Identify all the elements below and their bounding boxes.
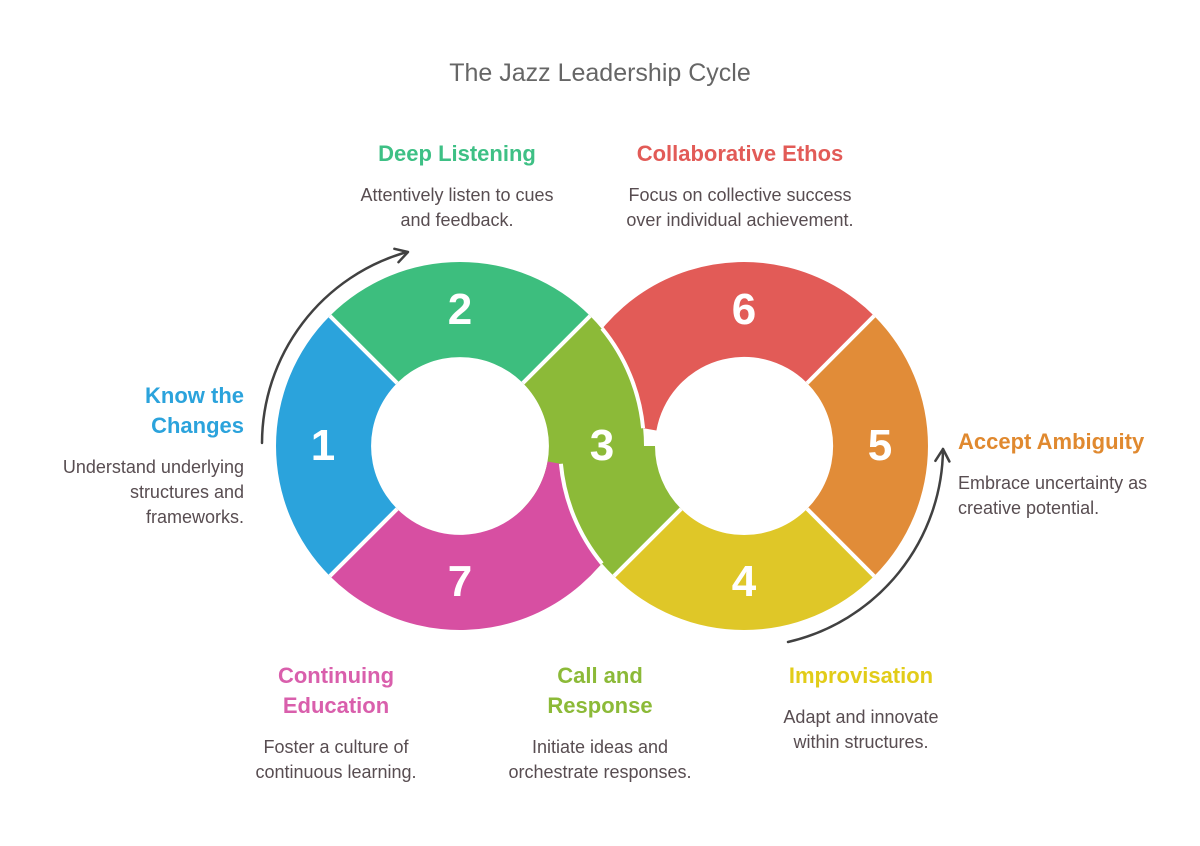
title-line: Response	[547, 693, 653, 718]
flow-arrow-bottom-right-icon	[786, 447, 951, 644]
segment-5-arc	[807, 315, 928, 577]
callout-know-the-changes: Know the Changes Understand underlying s…	[14, 381, 244, 530]
segment-3-number: 3	[589, 421, 615, 470]
callout-deep-listening-title: Deep Listening	[378, 141, 536, 166]
desc-line: Attentively listen to cues	[360, 185, 554, 205]
segment-6-arc	[562, 262, 875, 431]
callout-collaborative-ethos: Collaborative Ethos Focus on collective …	[585, 139, 895, 233]
desc-line: Adapt and innovate	[783, 707, 939, 727]
desc-line: Embrace uncertainty as	[958, 473, 1148, 493]
callout-collaborative-ethos-title: Collaborative Ethos	[636, 141, 844, 166]
desc-line: Understand underlying	[62, 457, 244, 477]
segment-2-number: 2	[447, 285, 473, 334]
callout-improvisation: Improvisation Adapt and innovate within …	[711, 661, 1011, 755]
title-line: Education	[282, 693, 390, 718]
segment-7-arc	[329, 461, 642, 630]
desc-line: continuous learning.	[255, 762, 417, 782]
callout-call-and-response: Call and Response Initiate ideas and orc…	[450, 661, 750, 785]
callout-continuing-education: Continuing Education Foster a culture of…	[186, 661, 486, 785]
callout-deep-listening-desc: Attentively listen to cues and feedback.	[307, 183, 607, 233]
title-line: Continuing	[277, 663, 395, 688]
segment-7-number: 7	[447, 557, 473, 606]
desc-line: Initiate ideas and	[531, 737, 669, 757]
title-line: Call and	[557, 663, 643, 688]
desc-line: over individual achievement.	[626, 210, 854, 230]
title-line: Changes	[151, 413, 244, 438]
title-line: Know the	[145, 383, 244, 408]
callout-collaborative-ethos-desc: Focus on collective success over individ…	[585, 183, 895, 233]
callout-know-the-changes-desc: Understand underlying structures and fra…	[14, 455, 244, 530]
segment-separators	[328, 314, 876, 578]
callout-deep-listening: Deep Listening Attentively listen to cue…	[307, 139, 607, 233]
callout-know-the-changes-title: Know the Changes	[14, 381, 244, 441]
callout-continuing-education-desc: Foster a culture of continuous learning.	[186, 735, 486, 785]
segment-1-arc	[276, 315, 398, 577]
callout-continuing-education-title: Continuing Education	[186, 661, 486, 721]
segment-5-number: 5	[867, 421, 893, 470]
desc-line: Focus on collective success	[628, 185, 852, 205]
callout-improvisation-title: Improvisation	[788, 663, 934, 688]
flow-arrow-top-left-icon	[260, 247, 410, 445]
desc-line: and feedback.	[400, 210, 514, 230]
callout-accept-ambiguity: Accept Ambiguity Embrace uncertainty as …	[958, 427, 1198, 521]
segment-4-number: 4	[731, 557, 757, 606]
callout-call-and-response-desc: Initiate ideas and orchestrate responses…	[450, 735, 750, 785]
callout-accept-ambiguity-title: Accept Ambiguity	[958, 429, 1145, 454]
segment-6-number: 6	[731, 285, 757, 334]
page-title: The Jazz Leadership Cycle	[449, 59, 751, 87]
segment-2-arc	[329, 262, 591, 384]
desc-line: structures and	[129, 482, 244, 502]
desc-line: creative potential.	[958, 498, 1100, 518]
segment-1-number: 1	[310, 421, 336, 470]
desc-line: Foster a culture of	[263, 737, 409, 757]
desc-line: orchestrate responses.	[508, 762, 692, 782]
desc-line: frameworks.	[145, 507, 244, 527]
callout-accept-ambiguity-desc: Embrace uncertainty as creative potentia…	[958, 471, 1198, 521]
callout-call-and-response-title: Call and Response	[450, 661, 750, 721]
callout-improvisation-desc: Adapt and innovate within structures.	[711, 705, 1011, 755]
desc-line: within structures.	[793, 732, 929, 752]
segment-4-arc	[613, 508, 875, 630]
